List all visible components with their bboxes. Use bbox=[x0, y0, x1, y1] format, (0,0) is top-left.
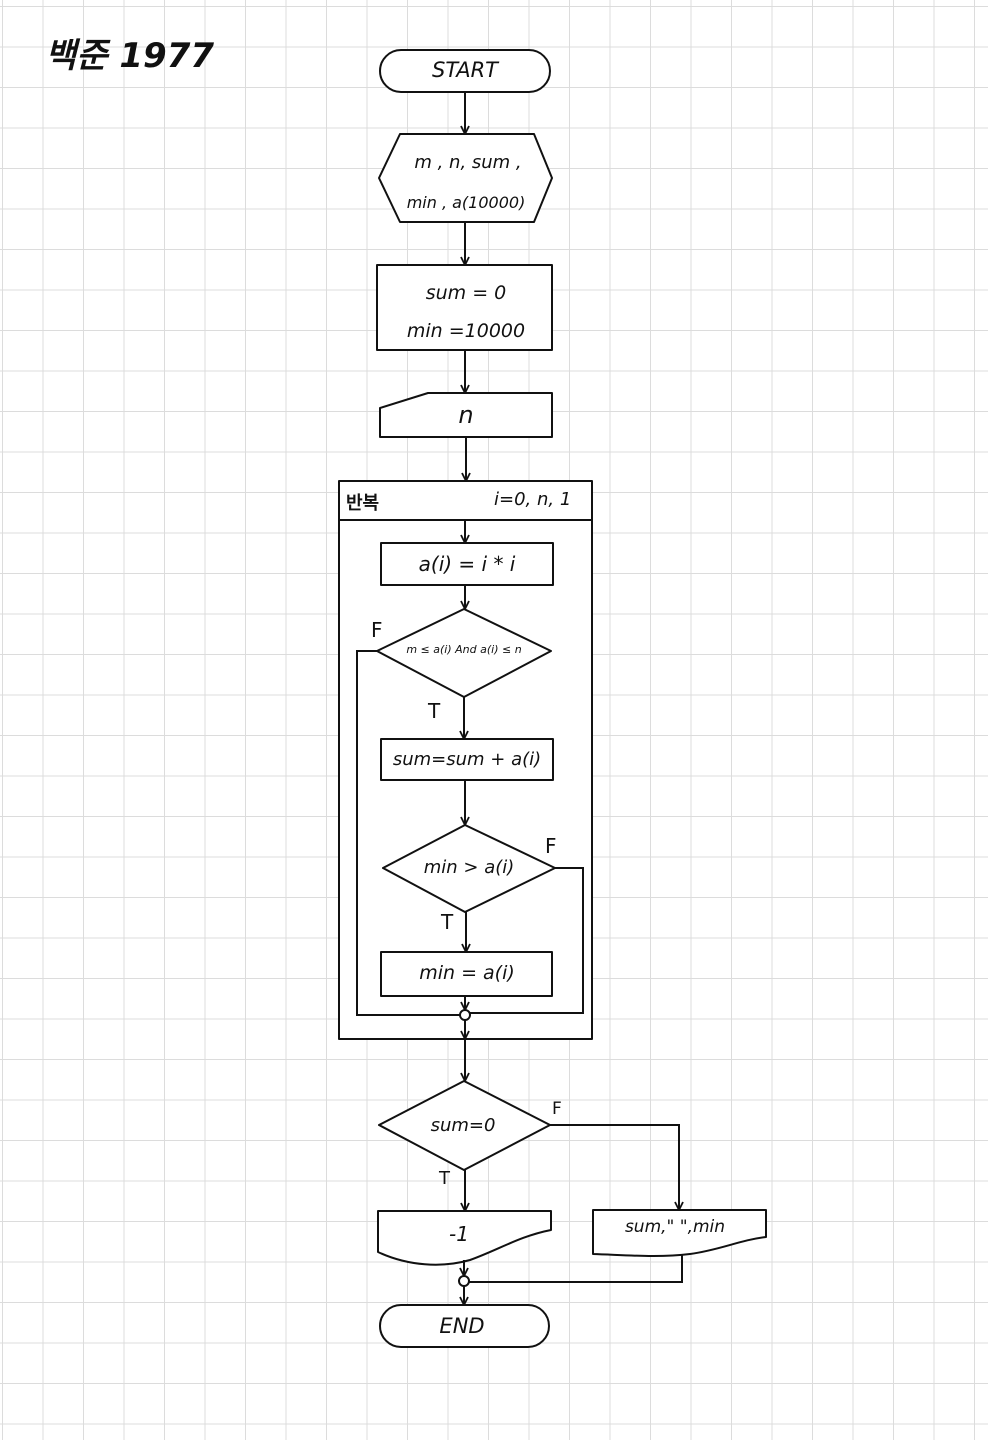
start-label: START bbox=[431, 58, 499, 82]
connector-result-join bbox=[469, 1255, 683, 1283]
min-update-label: min = a(i) bbox=[419, 962, 515, 984]
connector-min-false bbox=[470, 867, 584, 1014]
range-true-mark: T bbox=[428, 699, 441, 723]
declaration-hexagon bbox=[378, 133, 553, 223]
output-result-document bbox=[592, 1209, 767, 1258]
min-true-mark: T bbox=[441, 910, 454, 934]
connector-range-false bbox=[356, 650, 460, 1016]
input-manual-box bbox=[379, 392, 553, 438]
sum-true-mark: T bbox=[439, 1168, 450, 1189]
declare-label-line1: m , n, sum , bbox=[414, 152, 522, 173]
page-title: 백준 1977 bbox=[45, 36, 215, 76]
sum-update-box bbox=[380, 738, 554, 781]
min-condition-label: min > a(i) bbox=[423, 857, 515, 878]
sum-false-mark: F bbox=[552, 1099, 562, 1119]
end-join-connector bbox=[458, 1275, 470, 1287]
connector-sum-false bbox=[550, 1124, 679, 1210]
init-label-line2: min =10000 bbox=[406, 320, 526, 342]
loop-range: i=0, n, 1 bbox=[494, 489, 572, 510]
min-update-box bbox=[380, 951, 553, 997]
range-condition-label: m ≤ a(i) And a(i) ≤ n bbox=[406, 643, 522, 656]
min-false-mark: F bbox=[545, 834, 557, 858]
end-label: END bbox=[439, 1314, 485, 1338]
loop-join-connector bbox=[459, 1009, 471, 1021]
init-label-line1: sum = 0 bbox=[425, 282, 507, 304]
init-process-box bbox=[376, 264, 553, 351]
declare-label-line2: min , a(10000) bbox=[406, 193, 526, 212]
sum-condition-label: sum=0 bbox=[430, 1115, 496, 1136]
input-label: n bbox=[458, 401, 474, 429]
output-result-label: sum," ",min bbox=[624, 1217, 726, 1237]
loop-title: 반복 bbox=[346, 493, 380, 514]
output-neg-document bbox=[377, 1210, 552, 1266]
sum-update-label: sum=sum + a(i) bbox=[392, 749, 542, 770]
output-neg-label: -1 bbox=[449, 1222, 469, 1246]
range-false-mark: F bbox=[371, 618, 383, 642]
assign-a-label: a(i) = i * i bbox=[418, 552, 516, 576]
